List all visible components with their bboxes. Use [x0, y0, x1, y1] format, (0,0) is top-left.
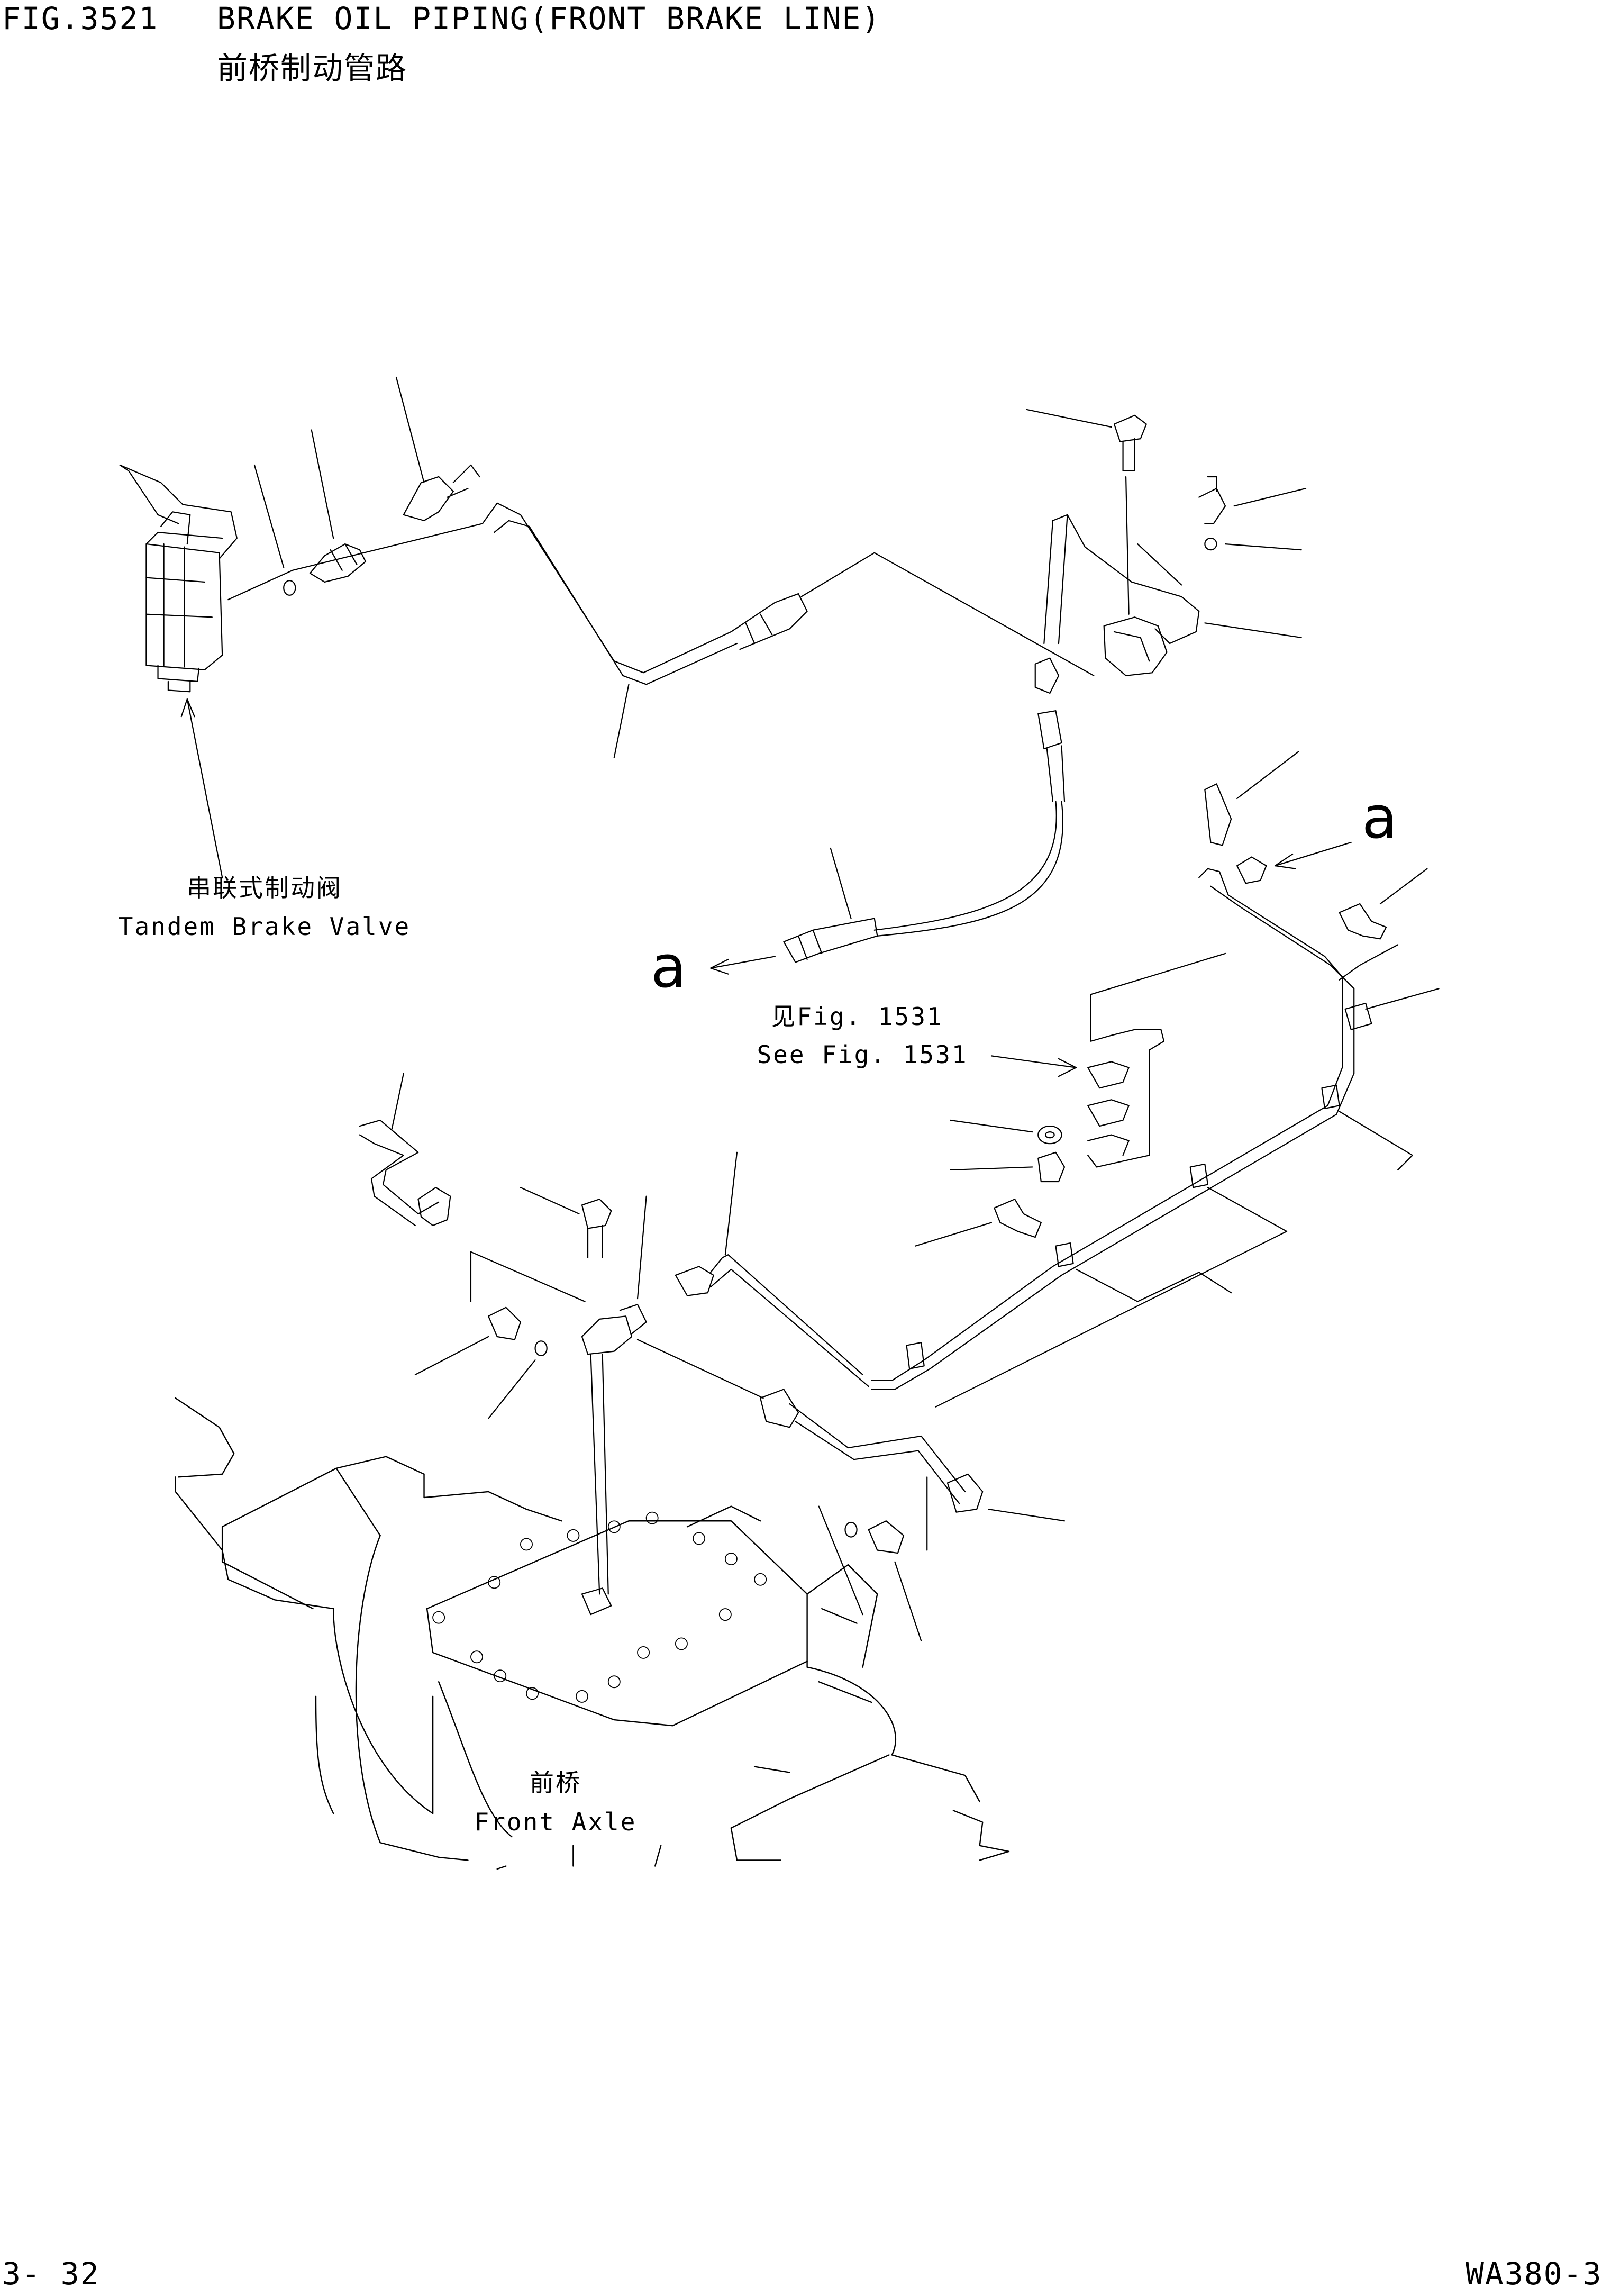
see-fig-label-cn: 见Fig. 1531 — [771, 1002, 943, 1031]
axle-bolt-heads — [433, 1512, 766, 1702]
machine-model: WA380-3 — [1466, 2256, 1602, 2292]
connector-fitting — [1237, 857, 1266, 884]
arrow-bracket — [991, 1056, 1076, 1076]
leader-line — [831, 848, 851, 919]
leader-line — [1225, 544, 1301, 550]
leader-line — [392, 1074, 404, 1129]
leader-line — [1091, 954, 1225, 994]
front-axle-housing — [176, 1398, 1009, 1869]
mounting-bracket — [1088, 994, 1164, 1167]
tandem-brake-valve-label-cn: 串联式制动阀 — [187, 874, 342, 902]
arrow-to-a — [711, 956, 775, 974]
leader-line — [1205, 623, 1301, 638]
leader-line — [895, 1562, 921, 1641]
o-ring — [1205, 538, 1216, 550]
leader-line — [1366, 988, 1439, 1009]
leader-line — [950, 1167, 1032, 1170]
flexible-hose — [875, 802, 1057, 930]
elbow-hose-fitting — [1205, 784, 1231, 845]
leader-line — [396, 377, 424, 483]
leader-tandem-valve — [187, 699, 222, 877]
pressure-switch — [404, 465, 480, 521]
lower-left-bent-tube — [360, 1120, 450, 1226]
tandem-brake-valve-label: Tandem Brake Valve — [118, 912, 411, 941]
leader-line — [1026, 410, 1111, 427]
leader-line — [1380, 869, 1427, 904]
tube-clamp — [1055, 1243, 1073, 1266]
frame-outline — [1076, 1269, 1231, 1302]
tube-clamp — [1345, 1003, 1372, 1030]
nut — [1038, 1152, 1064, 1182]
leader-line — [228, 523, 483, 600]
leader-line — [415, 1337, 488, 1375]
hose-end-fitting — [784, 919, 877, 963]
leader-line — [521, 1187, 579, 1214]
bolt — [1340, 904, 1386, 939]
leader-line — [312, 430, 333, 539]
center-brake-tube — [676, 1255, 869, 1386]
frame-outline — [936, 1187, 1287, 1407]
fitting — [869, 1521, 904, 1553]
leader-line — [950, 1120, 1032, 1132]
o-ring — [535, 1341, 547, 1356]
leader-line — [802, 553, 875, 597]
leader-line — [1340, 945, 1398, 979]
leader-line — [1234, 488, 1306, 506]
upper-brake-tube — [483, 503, 807, 685]
flexible-hose — [877, 802, 1063, 936]
leader-line — [915, 1222, 991, 1246]
tube-clamp — [1322, 1085, 1339, 1109]
leader-line — [591, 1354, 600, 1594]
leader-line — [471, 1252, 585, 1302]
right-brake-tube — [871, 869, 1354, 1390]
leader-line — [875, 553, 1094, 676]
hose-fitting — [1035, 658, 1064, 802]
axle-mount-tab — [582, 1588, 611, 1614]
figure-number: FIG.3521 — [2, 1, 159, 37]
page-number: 3- 32 — [2, 2256, 100, 2292]
tube-clamp — [1190, 1164, 1208, 1187]
leader-line — [1237, 752, 1298, 798]
leader-line — [614, 684, 629, 757]
leader-line — [638, 1340, 763, 1399]
bolt — [582, 1199, 611, 1258]
arrow-from-a — [1275, 842, 1351, 869]
arrow-tandem-valve — [181, 699, 195, 716]
o-ring — [845, 1522, 857, 1537]
leader-line — [488, 1360, 535, 1419]
tandem-brake-valve — [120, 465, 237, 692]
front-axle-label-cn: 前桥 — [530, 1768, 581, 1797]
leader-line — [638, 1196, 647, 1299]
o-ring — [284, 580, 295, 595]
tube-clamp — [907, 1342, 924, 1369]
front-axle-label: Front Axle — [474, 1808, 637, 1836]
leader-line — [254, 465, 284, 567]
connector-reference-a-right: a — [1362, 784, 1398, 851]
bolt — [994, 1199, 1041, 1237]
figure-title: BRAKE OIL PIPING(FRONT BRAKE LINE) — [217, 1, 881, 37]
junction-block — [1044, 515, 1199, 676]
tee-fitting — [582, 1304, 647, 1354]
washer — [1038, 1126, 1061, 1144]
leader-line — [819, 1507, 863, 1615]
leader-line — [603, 1354, 608, 1594]
lower-brake-tube — [760, 1390, 982, 1512]
bolt — [1114, 415, 1146, 471]
fitting — [488, 1308, 521, 1340]
bleeder-fitting — [1199, 477, 1225, 523]
connector-reference-a-left: a — [651, 933, 687, 1001]
see-fig-label: See Fig. 1531 — [757, 1040, 968, 1069]
frame-outline — [1340, 1111, 1413, 1170]
leader-line — [988, 1509, 1064, 1521]
figure-title-chinese: 前桥制动管路 — [217, 50, 408, 86]
leader-line — [725, 1152, 737, 1255]
leader-line — [1126, 477, 1129, 614]
elbow-fitting — [310, 544, 366, 582]
